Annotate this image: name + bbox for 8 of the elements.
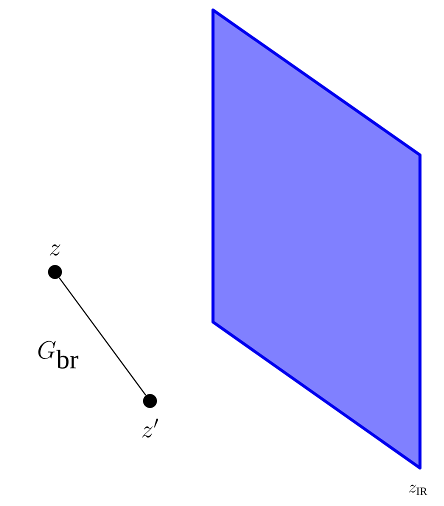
dot bbox=[48, 265, 62, 279]
dot bbox=[143, 394, 157, 408]
edge-label: $G_{\rm br}$ bbox=[38, 340, 78, 369]
plane bbox=[212, 8, 422, 470]
point-label: $z$ bbox=[50, 244, 60, 256]
line bbox=[58, 277, 146, 396]
point-label: $z_{\rm IR}$ bbox=[408, 484, 428, 495]
point-label: $z'$ bbox=[142, 418, 158, 438]
